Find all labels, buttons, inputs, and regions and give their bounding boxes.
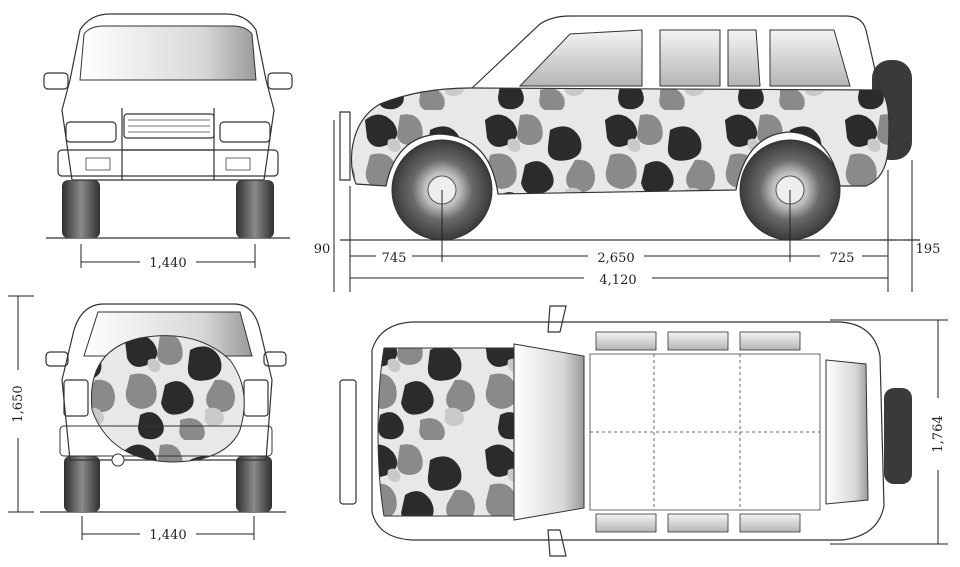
rear-left-mirror xyxy=(45,351,69,367)
front-bumper xyxy=(57,149,279,177)
side-front-window xyxy=(518,29,643,87)
front-right-tire xyxy=(236,180,274,238)
rear-height-label: 1,650 xyxy=(11,385,26,422)
side-cabin xyxy=(468,15,881,93)
front-left-headlight xyxy=(65,121,117,143)
top-windshield xyxy=(513,343,585,521)
rear-right-mirror xyxy=(263,351,287,367)
side-quarter-window xyxy=(727,29,761,87)
side-camo-body xyxy=(350,87,890,195)
rear-left-taillight xyxy=(63,379,89,417)
top-view: 1,764 xyxy=(339,305,948,557)
rear-body xyxy=(61,303,273,461)
top-right-front-window xyxy=(595,513,657,533)
side-bull-bar xyxy=(339,111,351,181)
side-rear-protrusion-label: 195 xyxy=(916,242,941,257)
front-track-width-label: 1,440 xyxy=(149,256,186,271)
top-right-quarter-window xyxy=(739,513,801,533)
rear-camo-spare-cover xyxy=(90,335,245,463)
top-left-front-window xyxy=(595,331,657,351)
side-front-overhang-label: 745 xyxy=(382,251,407,266)
top-right-mirror xyxy=(547,529,567,557)
front-right-headlight xyxy=(219,121,271,143)
side-overall-length-label: 4,120 xyxy=(599,273,636,288)
side-rear-overhang-label: 725 xyxy=(830,251,855,266)
front-left-tire xyxy=(62,180,100,238)
top-spare-tire xyxy=(884,388,912,484)
front-right-mirror xyxy=(267,72,293,90)
rear-right-tire xyxy=(236,456,272,512)
top-width-label: 1,764 xyxy=(931,415,946,452)
side-front-protrusion-label: 90 xyxy=(314,242,331,257)
side-rear-door-window xyxy=(659,29,721,87)
top-left-rear-window xyxy=(667,331,729,351)
top-right-rear-window xyxy=(667,513,729,533)
top-bull-bar xyxy=(339,379,357,505)
top-camo-hood xyxy=(377,347,515,517)
top-body xyxy=(371,321,885,541)
side-view: 90 745 2,650 725 195 4,120 xyxy=(314,15,941,292)
front-left-mirror xyxy=(43,72,69,90)
side-rear-window xyxy=(769,29,851,87)
top-left-quarter-window xyxy=(739,331,801,351)
front-view: 1,440 xyxy=(43,13,293,271)
top-left-mirror xyxy=(547,305,567,333)
rear-view: 1,650 1,440 xyxy=(8,295,287,543)
top-rear-window xyxy=(825,359,869,505)
rear-left-tire xyxy=(64,456,100,512)
bull-bar xyxy=(121,108,215,180)
front-body xyxy=(61,13,275,181)
front-windshield xyxy=(79,25,257,81)
rear-bumper xyxy=(59,425,273,457)
rear-tow-hook xyxy=(111,453,125,467)
front-left-foglight xyxy=(85,157,111,171)
rear-track-width-label: 1,440 xyxy=(149,528,186,543)
front-right-foglight xyxy=(225,157,251,171)
side-wheelbase-label: 2,650 xyxy=(597,251,634,266)
rear-right-taillight xyxy=(243,379,269,417)
